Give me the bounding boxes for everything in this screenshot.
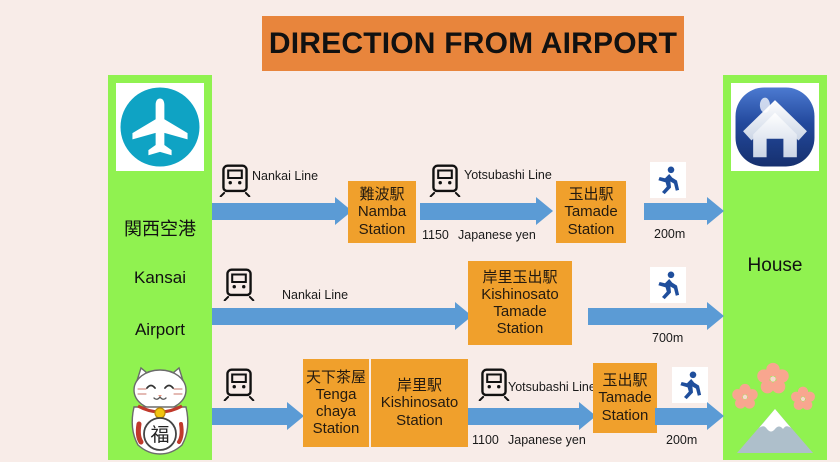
route-1-arrow-2 xyxy=(420,197,553,225)
route-3-fare-currency: Japanese yen xyxy=(508,433,586,447)
route-1-station-2: 玉出駅 Tamade Station xyxy=(556,181,626,243)
station-name-jp: 天下茶屋 xyxy=(305,368,366,386)
station-name-en-2: chaya xyxy=(315,403,357,420)
station-name-en-3: Station xyxy=(496,320,544,338)
station-name-en-2: Station xyxy=(396,411,443,429)
destination-label: House xyxy=(747,255,803,276)
maneki-neko-icon: 福 xyxy=(116,362,204,462)
train-icon xyxy=(223,268,255,301)
station-name-en-1: Kishinosato xyxy=(380,394,459,412)
station-name-en-2: Station xyxy=(601,406,649,424)
route-2-walk-distance: 700m xyxy=(652,331,684,345)
station-name-en-2: Station xyxy=(567,220,615,238)
route-3-line-2-label: Yotsubashi Line xyxy=(508,380,596,394)
origin-panel: 関西空港 Kansai Airport xyxy=(108,75,212,460)
route-3-fare-amount: 1100 xyxy=(472,433,499,447)
route-2-line-1-label: Nankai Line xyxy=(282,288,349,302)
train-icon xyxy=(223,368,255,401)
route-1-walk-arrow xyxy=(644,197,724,225)
route-1-walk-distance: 200m xyxy=(654,227,686,241)
walking-person-icon xyxy=(650,162,686,198)
route-2-arrow-1 xyxy=(212,302,472,330)
route-2-station-1: 岸里玉出駅 Kishinosato Tamade Station xyxy=(468,261,572,345)
station-name-jp: 岸里駅 xyxy=(396,377,442,395)
mount-fuji-icon xyxy=(727,357,823,462)
route-1-line-1-label: Nankai Line xyxy=(252,169,319,183)
station-name-jp: 玉出駅 xyxy=(568,186,614,204)
station-name-en-1: Namba xyxy=(357,203,407,221)
airplane-icon xyxy=(116,83,204,171)
route-3-station-1: 天下茶屋 Tenga chaya Station xyxy=(303,359,369,447)
route-row-1: Nankai Line 難波駅 Namba Station Yotsubashi… xyxy=(0,155,840,255)
walking-person-icon xyxy=(672,367,708,403)
route-3-station-2: 岸里駅 Kishinosato Station xyxy=(371,359,468,447)
house-icon xyxy=(731,83,819,171)
station-name-en-2: Station xyxy=(358,220,406,238)
train-icon xyxy=(429,164,461,197)
page-title-banner: DIRECTION FROM AIRPORT xyxy=(262,16,684,71)
station-name-en-1: Kishinosato xyxy=(481,285,559,303)
station-name-jp: 難波駅 xyxy=(359,186,405,204)
train-icon xyxy=(219,164,251,197)
route-1-fare-amount: 1150 xyxy=(422,228,449,242)
destination-panel: House xyxy=(723,75,827,460)
train-icon xyxy=(478,368,510,401)
station-name-jp: 岸里玉出駅 xyxy=(482,268,558,286)
route-3-arrow-2 xyxy=(468,402,596,430)
origin-label-jp: 関西空港 xyxy=(124,219,196,239)
walking-person-icon xyxy=(650,267,686,303)
route-row-3: 天下茶屋 Tenga chaya Station 岸里駅 Kishinosato… xyxy=(0,355,840,455)
route-3-station-3: 玉出駅 Tamade Station xyxy=(593,363,657,433)
origin-label-en-1: Kansai xyxy=(134,268,186,287)
page-title: DIRECTION FROM AIRPORT xyxy=(268,26,678,60)
svg-text:福: 福 xyxy=(150,424,169,446)
station-name-en-1: Tenga xyxy=(315,385,357,403)
route-1-station-1: 難波駅 Namba Station xyxy=(348,181,416,243)
station-name-en-3: Station xyxy=(312,420,360,438)
station-name-en-2: Tamade xyxy=(493,303,547,320)
route-1-arrow-1 xyxy=(212,197,352,225)
station-name-en-1: Tamade xyxy=(564,203,618,221)
route-1-line-2-label: Yotsubashi Line xyxy=(464,168,552,182)
route-3-walk-arrow xyxy=(655,402,724,430)
route-1-fare-currency: Japanese yen xyxy=(458,228,536,242)
route-3-arrow-1 xyxy=(212,402,304,430)
station-name-jp: 玉出駅 xyxy=(602,372,648,390)
route-row-2: Nankai Line 岸里玉出駅 Kishinosato Tamade Sta… xyxy=(0,255,840,355)
route-2-walk-arrow xyxy=(588,302,724,330)
sakura-blossom-icon xyxy=(732,362,815,410)
origin-label-en-2: Airport xyxy=(134,320,186,339)
route-3-walk-distance: 200m xyxy=(666,433,698,447)
station-name-en-1: Tamade xyxy=(598,389,652,407)
